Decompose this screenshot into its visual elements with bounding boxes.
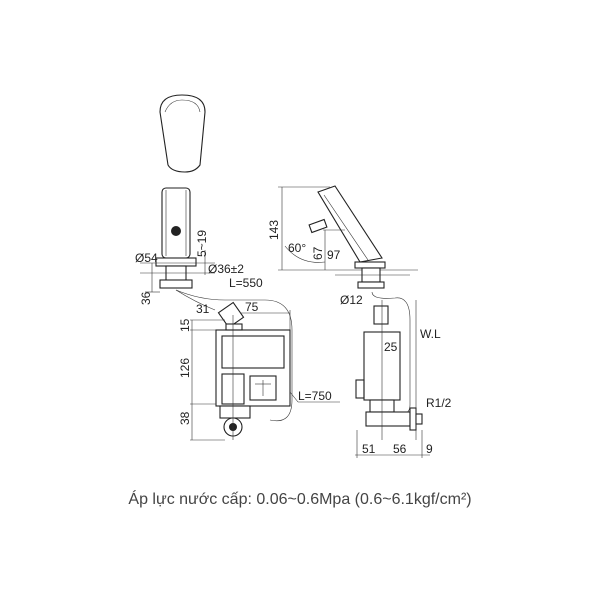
water-pressure-caption: Áp lực nước cấp: 0.06~0.6Mpa (0.6~6.1kgf… (128, 491, 472, 508)
label-water-level: W.L (420, 327, 441, 341)
top-view (159, 94, 206, 173)
label-97: 97 (327, 248, 341, 262)
label-r-1-2: R1/2 (426, 396, 452, 410)
label-31: 31 (196, 302, 210, 316)
label-51: 51 (362, 442, 376, 456)
label-75: 75 (245, 300, 259, 314)
label-67: 67 (311, 246, 325, 260)
label-l-750: L=750 (298, 389, 332, 403)
label-dia-12: Ø12 (340, 293, 363, 307)
label-5-19: 5~19 (195, 230, 209, 257)
label-60-deg: 60° (288, 241, 306, 255)
control-box (175, 289, 340, 441)
label-25: 25 (384, 340, 398, 354)
label-dia-54: Ø54 (135, 251, 158, 265)
label-9: 9 (426, 442, 433, 456)
label-143: 143 (267, 220, 281, 240)
label-126: 126 (178, 358, 192, 378)
label-l-550: L=550 (229, 276, 263, 290)
label-56: 56 (393, 442, 407, 456)
label-dia-36: Ø36±2 (208, 262, 244, 276)
label-15: 15 (178, 318, 192, 332)
side-view-faucet (278, 185, 430, 458)
sensor-icon (171, 226, 181, 236)
front-view-faucet (140, 187, 215, 293)
label-38: 38 (178, 411, 192, 425)
label-36: 36 (139, 291, 153, 305)
